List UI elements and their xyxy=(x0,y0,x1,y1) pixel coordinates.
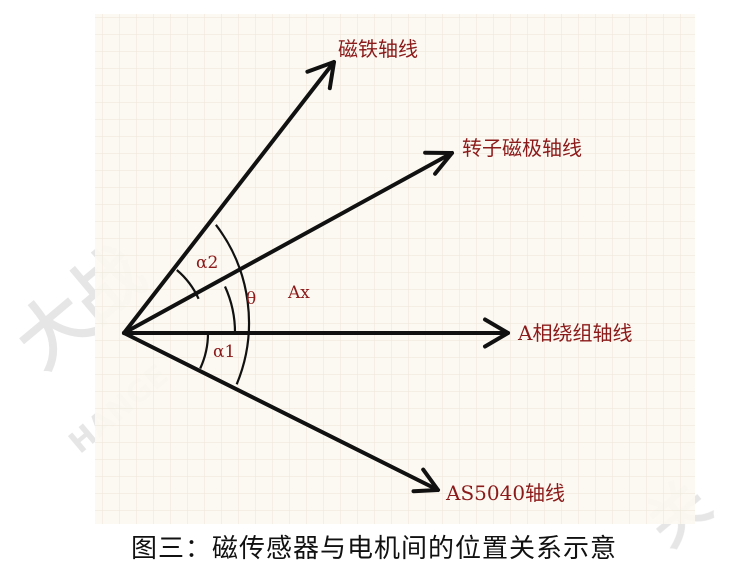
ax-label: Ax xyxy=(287,283,310,303)
diagram-grid xyxy=(95,14,695,524)
rotor-axis-label: 转子磁极轴线 xyxy=(462,136,582,160)
magnet-axis-arrow xyxy=(122,60,336,335)
alpha1-label: α1 xyxy=(213,342,235,362)
theta-arc xyxy=(223,286,237,334)
alpha2-label: α2 xyxy=(196,253,218,273)
sensor-axis-arrow xyxy=(122,331,440,494)
sensor-axis-label: AS5040轴线 xyxy=(445,481,565,505)
phase-a-axis-arrow xyxy=(122,317,510,349)
theta-label: θ xyxy=(246,289,256,309)
ax-arc xyxy=(215,224,251,385)
rotor-axis-arrow xyxy=(122,150,454,335)
alpha2-arc xyxy=(176,269,200,300)
figure-caption: 图三：磁传感器与电机间的位置关系示意 xyxy=(130,534,617,564)
magnet-axis-label: 磁铁轴线 xyxy=(338,37,418,61)
phase-a-axis-label: A相绕组轴线 xyxy=(517,321,632,345)
